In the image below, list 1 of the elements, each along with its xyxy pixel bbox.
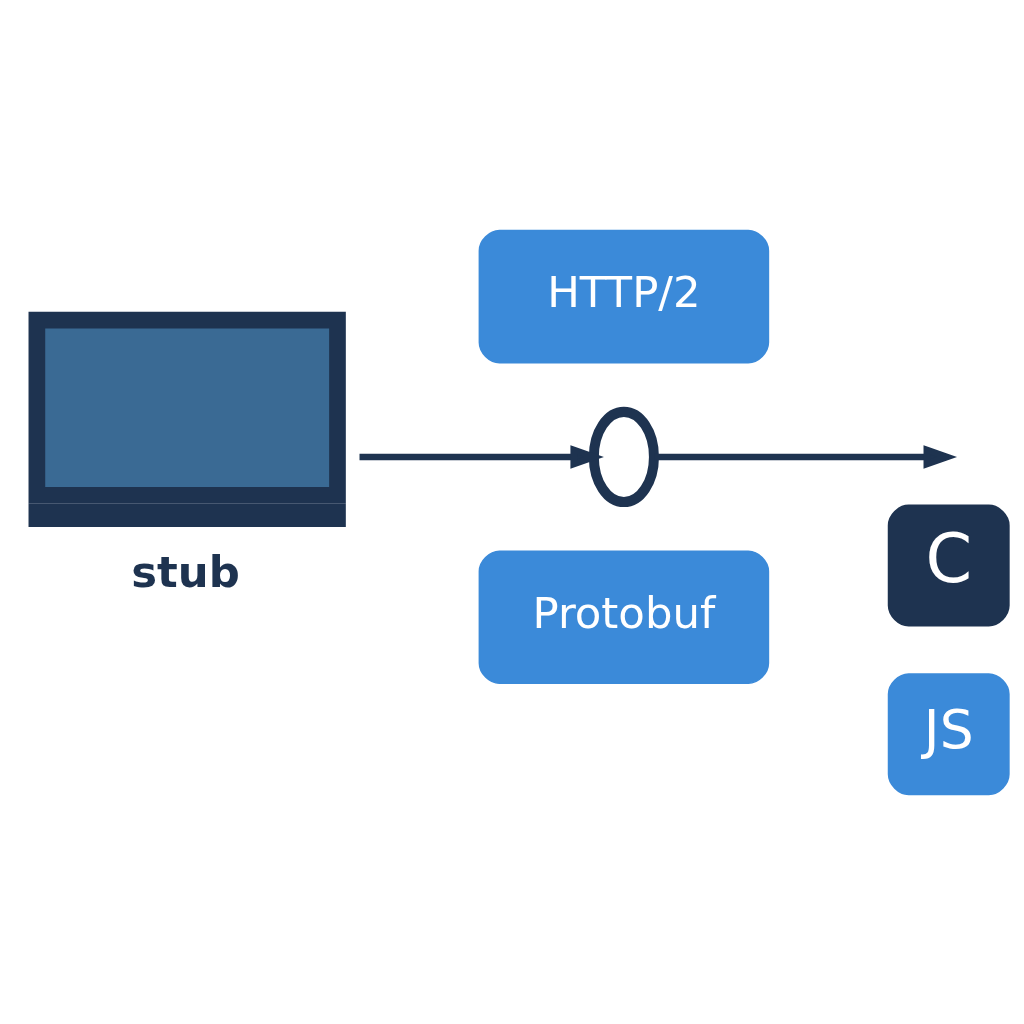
node-label: stub [131, 546, 240, 597]
